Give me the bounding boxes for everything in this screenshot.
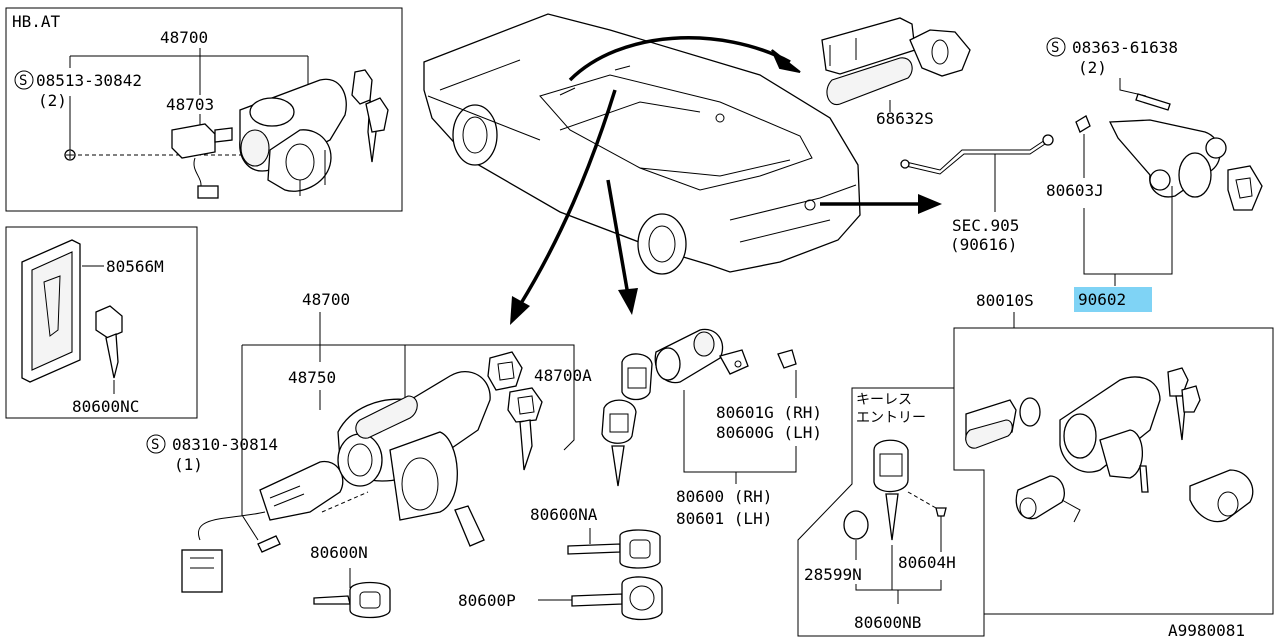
keyholder-panel-frame: [5, 226, 198, 419]
ign-screw-icon: [257, 535, 281, 553]
trunk-screw-icon: [1135, 93, 1171, 111]
car-illustration: [423, 13, 861, 275]
label-key-80600NA: 80600NA: [530, 505, 598, 524]
label-08363-61638: 08363-61638: [1072, 38, 1178, 57]
label-80600: 80600 (RH): [676, 487, 772, 506]
key-holder-80566M-icon: [21, 239, 81, 383]
hbat-title: HB.AT: [12, 12, 61, 31]
keyless-panel-frame: [797, 387, 985, 637]
set-80010S-parts-icon: [965, 367, 1254, 523]
svg-text:S: S: [1051, 40, 1059, 56]
key-80600N-icon: [313, 581, 391, 619]
door-handle-68632S-icon: [821, 17, 971, 106]
clip-80603J-icon: [1075, 115, 1091, 133]
label-80603J: 80603J: [1046, 181, 1104, 200]
keyholder-part-80600NC: 80600NC: [72, 397, 139, 416]
hbat-keys-icon: [351, 69, 389, 163]
screw-symbol-top: [1046, 37, 1066, 57]
label-68632S: 68632S: [876, 109, 934, 128]
keyholder-panel: 80566M 80600NC: [5, 226, 198, 419]
trunk-lock-cylinder-icon: [1108, 119, 1263, 211]
door-cylinder-icon: [654, 328, 749, 384]
ignition-switch-icon: [181, 460, 344, 593]
label-80601: 80601 (LH): [676, 509, 772, 528]
diagram-code: A9980081: [1168, 621, 1245, 640]
screw-symbol-hbat: [14, 70, 34, 90]
key-80600NC-icon: [95, 305, 123, 379]
label-ign-screw-qty: (1): [174, 455, 203, 474]
label-08363-qty: (2): [1078, 58, 1107, 77]
highlight-90602: [1074, 287, 1152, 312]
keyless-title-1: キーレス: [856, 392, 912, 408]
hbat-screw-qty: (2): [38, 91, 67, 110]
label-80601G: 80601G (RH): [716, 403, 822, 422]
arrow-to-ignition: [518, 89, 617, 306]
clip-80600G-icon: [777, 349, 797, 369]
hbat-part-48700: 48700: [160, 28, 208, 47]
svg-text:S: S: [151, 437, 159, 453]
label-sec905-sub: (90616): [950, 235, 1017, 254]
label-90602: 90602: [1078, 290, 1126, 309]
keyless-screw-icon: [935, 507, 947, 532]
label-ign-screw-code: 08310-30814: [172, 435, 278, 454]
label-ign-48700: 48700: [302, 290, 350, 309]
keyless-part-28599N: 28599N: [804, 565, 862, 584]
hbat-switch-48703-icon: [171, 123, 233, 199]
hbat-panel: HB.AT 48700 S 08513-30842 (2) 48703: [5, 7, 403, 212]
label-key-80600P: 80600P: [458, 591, 516, 610]
label-ign-48750: 48750: [288, 368, 336, 387]
key-80600NA-icon: [567, 529, 661, 569]
car-front-wheel-icon: [637, 213, 687, 275]
hbat-part-48703: 48703: [166, 95, 214, 114]
screw-symbol-ign: [146, 434, 166, 454]
door-cylinder-keys-icon: [601, 353, 653, 487]
keyless-title-2: エントリー: [856, 410, 926, 426]
keyless-part-80604H: 80604H: [898, 553, 956, 572]
svg-text:S: S: [19, 73, 27, 89]
arrow-to-door-handle: [568, 36, 791, 82]
trunk-rod-icon: [900, 134, 1054, 175]
label-sec905: SEC.905: [952, 216, 1019, 235]
keyless-battery-icon: [843, 510, 869, 540]
hbat-screw-code: 08513-30842: [36, 71, 142, 90]
hbat-screw-icon: [64, 149, 76, 161]
key-80600P-icon: [538, 576, 663, 621]
diagram-arrows: [510, 36, 942, 325]
ignition-keys-48700A-icon: [487, 351, 543, 471]
label-80010S: 80010S: [976, 291, 1034, 310]
steering-lock-48700-icon: [337, 371, 491, 547]
car-rear-wheel-icon: [452, 104, 498, 166]
keyless-remote-key-icon: [873, 439, 909, 541]
label-80600G: 80600G (LH): [716, 423, 822, 442]
hbat-steering-lock-icon: [239, 78, 347, 196]
label-key-80600N: 80600N: [310, 543, 368, 562]
keyless-part-80600NB: 80600NB: [854, 613, 921, 632]
keyholder-part-80566M: 80566M: [106, 257, 164, 276]
hbat-panel-frame: [5, 7, 403, 212]
label-ign-48700A: 48700A: [534, 366, 592, 385]
arrow-to-door-cylinder: [606, 179, 630, 296]
